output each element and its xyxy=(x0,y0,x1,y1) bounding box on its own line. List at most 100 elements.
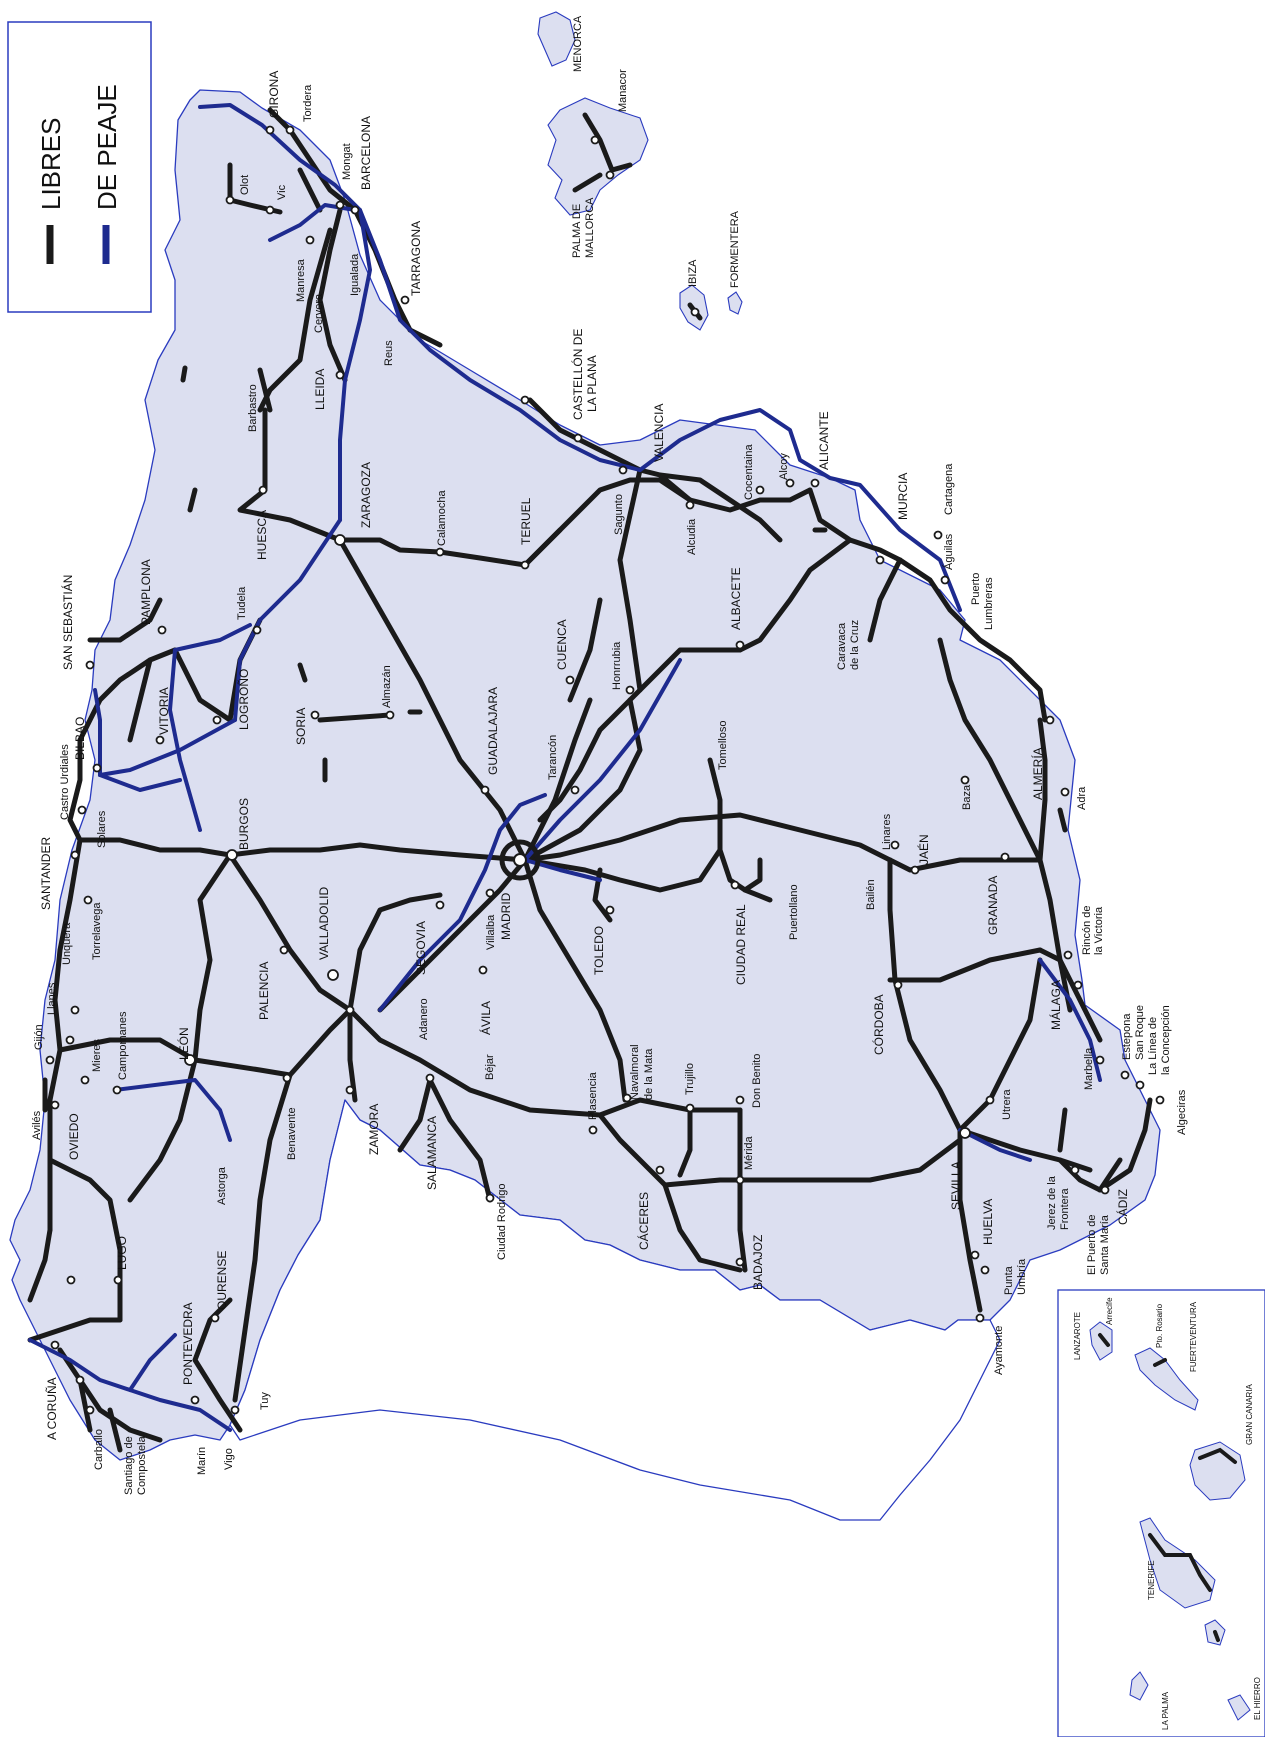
label-cervera: Cervera xyxy=(313,293,325,333)
label-avila: ÁVILA xyxy=(478,1001,493,1035)
label-navalmoral-2: de la Mata xyxy=(643,1048,655,1100)
label-santiago-1: Santiago de xyxy=(123,1436,135,1495)
legend-box xyxy=(7,21,152,313)
label-san-roque: San Roque xyxy=(1134,1005,1146,1060)
canary-labels: LANZAROTE Arrecife Pto. Rosario FUERTEVE… xyxy=(1073,1297,1262,1730)
label-reus: Reus xyxy=(383,340,395,366)
label-cartagena: Cartagena xyxy=(943,463,955,515)
label-valencia: VALENCIA xyxy=(652,404,666,462)
label-sagunto: Sagunto xyxy=(613,494,625,535)
label-puerto-lumbreras-2: Lumbreras xyxy=(983,577,995,630)
legend-free-label: LIBRES xyxy=(36,118,66,211)
label-bejar: Béjar xyxy=(484,1054,496,1080)
label-toledo: TOLEDO xyxy=(592,926,606,975)
label-carballo: Carballo xyxy=(93,1429,105,1470)
canary-inset xyxy=(1057,1289,1265,1737)
label-soria: SORIA xyxy=(294,708,308,745)
label-solares: Solares xyxy=(96,810,108,848)
label-alcudia: Alcudia xyxy=(686,518,698,555)
label-adra: Adra xyxy=(1076,786,1088,810)
label-adanero: Adanero xyxy=(418,998,430,1040)
label-lanzarote: LANZAROTE xyxy=(1073,1312,1082,1360)
label-santiago-2: Compostela xyxy=(136,1435,148,1495)
label-tordera: Tordera xyxy=(302,84,314,122)
label-albacete: ALBACETE xyxy=(729,567,743,630)
label-igualada: Igualada xyxy=(349,253,361,296)
label-merida: Mérida xyxy=(743,1135,755,1170)
label-lleida: LLEIDA xyxy=(313,369,327,410)
label-punta-umbria-2: Umbría xyxy=(1016,1258,1028,1295)
label-tuy: Tuy xyxy=(259,1392,271,1410)
label-manacor: Manacor xyxy=(617,69,629,112)
label-madrid: MADRID xyxy=(499,892,513,940)
madrid-hub xyxy=(499,839,541,881)
label-gran-canaria: GRAN CANARIA xyxy=(1245,1383,1254,1445)
label-logrono: LOGROÑO xyxy=(237,669,251,730)
label-ciudad-rodrigo: Ciudad Rodrigo xyxy=(496,1184,508,1260)
label-huesca: HUESCA xyxy=(255,510,269,560)
label-pamplona: PAMPLONA xyxy=(139,559,153,625)
mallorca-island xyxy=(547,97,649,216)
label-huelva: HUELVA xyxy=(981,1199,995,1245)
label-castellon-2: LA PLANA xyxy=(585,355,599,412)
label-la-linea-1: La Línea de xyxy=(1147,1017,1159,1075)
legend-toll-label: DE PEAJE xyxy=(92,84,122,210)
label-ourense: OURENSE xyxy=(215,1251,229,1310)
label-burgos: BURGOS xyxy=(237,798,251,850)
label-la-palma: LA PALMA xyxy=(1161,1691,1170,1730)
label-vitoria: VITORIA xyxy=(157,687,171,735)
label-bilbao: BILBAO xyxy=(73,717,87,760)
label-palma-2: MALLORCA xyxy=(584,197,596,258)
label-astorga: Astorga xyxy=(216,1166,228,1205)
label-baza: Baza xyxy=(961,784,973,810)
menorca-island xyxy=(537,11,576,67)
label-tarancon: Tarancón xyxy=(547,735,559,780)
label-fuerteventura: FUERTEVENTURA xyxy=(1189,1301,1198,1372)
label-oviedo: OVIEDO xyxy=(67,1113,81,1160)
label-alcoy: Alcoy xyxy=(778,453,790,480)
label-utrera: Utrera xyxy=(1001,1089,1013,1120)
label-aguilas: Águilas xyxy=(942,533,955,570)
label-puerto-santa-maria-1: El Puerto de xyxy=(1086,1214,1098,1275)
label-puerto-lumbreras-1: Puerto xyxy=(970,573,982,605)
label-almeria: ALMERÍA xyxy=(1030,747,1045,800)
label-caceres: CÁCERES xyxy=(636,1192,651,1250)
label-cordoba: CÓRDOBA xyxy=(871,994,886,1055)
label-palma-1: PALMA DE xyxy=(571,204,583,258)
label-castellon-1: CASTELLÓN DE xyxy=(570,329,585,420)
label-teruel: TERUEL xyxy=(519,497,533,545)
label-pontevedra: PONTEVEDRA xyxy=(181,1302,195,1385)
city-labels: GIRONA Tordera Olot Vic Mongat BARCELONA… xyxy=(31,71,1188,1495)
label-navalmoral-1: Navalmoral xyxy=(629,1044,641,1100)
label-mieres: Mieres xyxy=(91,1038,103,1072)
label-girona: GIRONA xyxy=(267,71,281,118)
label-a-coruna: A CORUÑA xyxy=(45,1377,59,1440)
label-malaga: MÁLAGA xyxy=(1048,980,1063,1030)
label-la-linea-2: la Concepción xyxy=(1160,1005,1172,1075)
label-llanes: Llanes xyxy=(46,982,58,1015)
label-estepona: Estepona xyxy=(1121,1013,1133,1060)
label-alicante: ALICANTE xyxy=(817,411,831,470)
label-trujillo: Trujillo xyxy=(684,1063,696,1095)
label-tomelloso: Tomelloso xyxy=(717,720,729,770)
label-zamora: ZAMORA xyxy=(367,1104,381,1155)
label-leon: LEÓN xyxy=(176,1027,191,1060)
label-marin: Marín xyxy=(196,1447,208,1475)
label-rincon-1: Rincón de xyxy=(1081,905,1093,955)
label-tudela: Tudela xyxy=(236,586,248,620)
label-ibiza: IBIZA xyxy=(687,259,699,287)
label-san-sebastian: SAN SEBASTIÁN xyxy=(60,575,75,670)
portugal-outline xyxy=(229,1099,1001,1521)
label-rincon-2: la Victoria xyxy=(1093,906,1105,955)
label-badajoz: BADAJOZ xyxy=(751,1235,765,1290)
label-barcelona: BARCELONA xyxy=(359,116,373,190)
label-guadalajara: GUADALAJARA xyxy=(486,687,500,775)
label-el-hierro: EL HIERRO xyxy=(1253,1677,1262,1720)
label-aviles: Avilés xyxy=(31,1110,43,1140)
label-vic: Vic xyxy=(276,184,288,200)
label-manresa: Manresa xyxy=(295,258,307,302)
label-ciudad-real: CIUDAD REAL xyxy=(734,904,748,985)
label-segovia: SEGOVIA xyxy=(414,921,428,975)
label-calamocha: Calamocha xyxy=(436,489,448,546)
